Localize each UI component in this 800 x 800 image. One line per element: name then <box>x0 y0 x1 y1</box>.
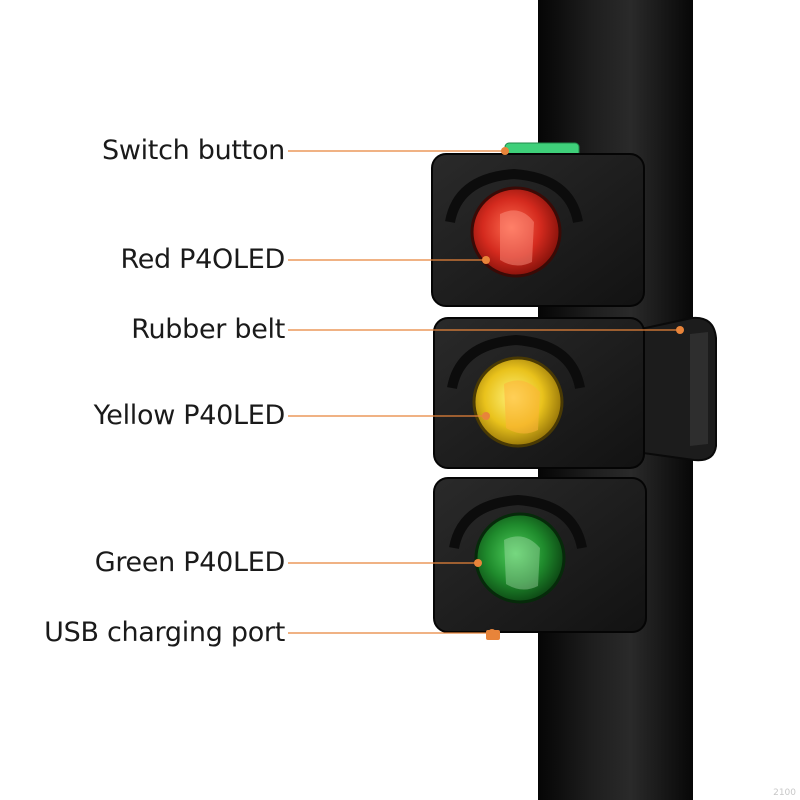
red-led-lens <box>470 186 562 278</box>
callout-dots <box>474 147 684 637</box>
green-led-lens <box>474 512 566 604</box>
callout-switch-button: Switch button <box>101 135 285 166</box>
callout-rubber-belt: Rubber belt <box>131 314 285 345</box>
rubber-belt <box>635 316 717 462</box>
callout-usb-port: USB charging port <box>44 617 285 648</box>
callout-green-led: Green P40LED <box>94 547 286 578</box>
callout-red-led: Red P4OLED <box>120 244 286 275</box>
watermark: 2100 <box>773 788 796 798</box>
callout-yellow-led: Yellow P40LED <box>93 400 286 431</box>
callout-lines <box>288 150 680 634</box>
